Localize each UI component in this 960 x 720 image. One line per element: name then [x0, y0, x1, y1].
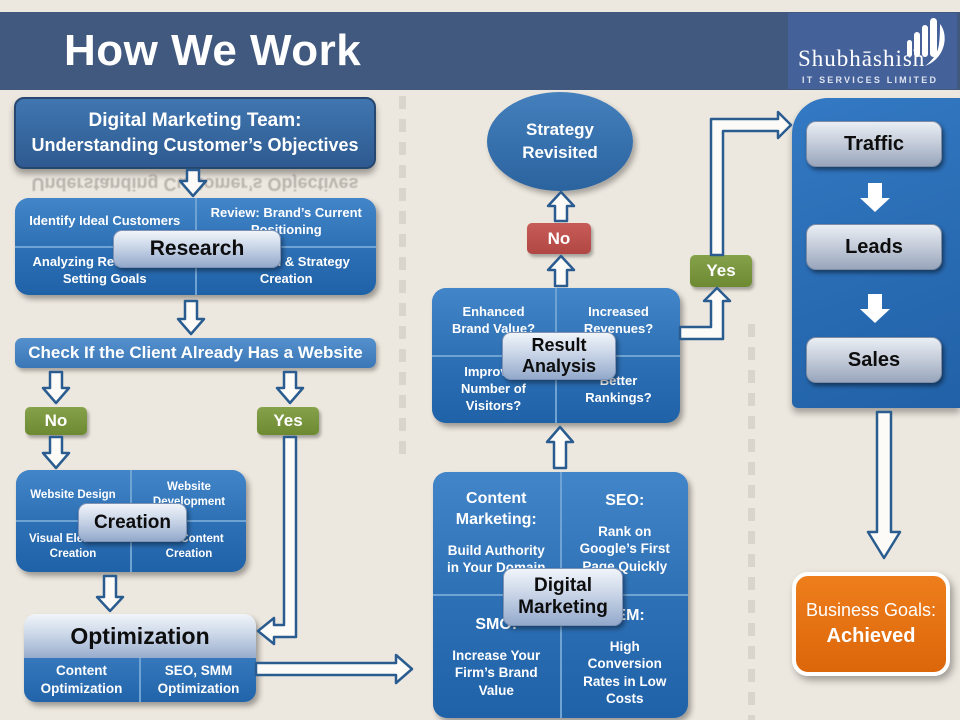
result-label-line1: Result — [531, 335, 587, 356]
arrow-check-to-no — [41, 370, 71, 405]
creation-label-text: Creation — [93, 511, 172, 533]
digital-cell-sem: SEM: High Conversion Rates in Low Costs — [561, 596, 688, 718]
intro-line1: Digital Marketing Team: — [88, 110, 302, 131]
arrow-no-to-strategy — [546, 190, 576, 223]
building-icon — [907, 18, 945, 66]
strategy-line1: Strategy — [525, 120, 595, 140]
research-box: Identify Ideal Customers Review: Brand’s… — [15, 198, 376, 295]
optimization-box: Optimization Content Optimization SEO, S… — [24, 614, 256, 702]
result-label-line2: Analysis — [521, 356, 597, 376]
optimization-label: Optimization — [24, 614, 256, 658]
creation-cell-tl: Website Design — [16, 470, 130, 520]
check-website-bar: Check If the Client Already Has a Websit… — [15, 338, 376, 368]
arrow-check-to-yes — [275, 370, 305, 405]
digital-label-line1: Digital — [533, 575, 593, 597]
goal-label: Business Goals: — [805, 600, 937, 621]
intro-reflection: Understanding Customer’s Objectives — [31, 174, 359, 194]
step-leads: Leads — [806, 224, 942, 270]
arrow-result-to-no — [546, 254, 576, 288]
arrow-creation-to-optimization — [95, 574, 125, 613]
smo-body: Increase Your Firm’s Brand Value — [452, 647, 541, 698]
step-traffic: Traffic — [806, 121, 942, 167]
arrow-result-to-yes — [678, 286, 732, 341]
arrow-no-to-creation — [41, 435, 71, 470]
arrow-funnel-to-goal — [866, 410, 902, 560]
strategy-line2: Revisited — [522, 142, 598, 162]
research-label-text: Research — [149, 236, 245, 260]
result-analysis-label: Result Analysis — [502, 332, 616, 380]
intro-line2: Understanding Customer’s Objectives — [31, 135, 359, 155]
goal-status: Achieved — [826, 624, 916, 647]
arrow-digital-to-result — [545, 425, 575, 470]
content-marketing-title: Content Marketing: — [455, 490, 537, 528]
logo-name: Shubhāshish — [798, 46, 926, 71]
arrow-yes-to-funnel — [709, 110, 793, 257]
yes-chip-middle: Yes — [690, 255, 752, 287]
business-goal-box: Business Goals: Achieved — [792, 572, 950, 676]
result-analysis-box: Enhanced Brand Value? Increased Revenues… — [432, 288, 680, 423]
arrow-research-to-check — [176, 299, 206, 336]
sem-body: High Conversion Rates in Low Costs — [583, 638, 667, 707]
yes-chip-left: Yes — [257, 407, 319, 435]
strategy-revisited-ellipse: Strategy Revisited — [487, 92, 633, 191]
optimization-cell-left: Content Optimization — [24, 658, 139, 702]
divider-dashed-right — [748, 324, 755, 720]
creation-cell-bl: Visual Elements Creation — [16, 522, 130, 572]
digital-marketing-label: Digital Marketing — [503, 568, 623, 626]
creation-box: Website Design Website Development Visua… — [16, 470, 246, 572]
optimization-cells: Content Optimization SEO, SMM Optimizati… — [24, 658, 256, 702]
seo-title: SEO: — [605, 491, 645, 509]
arrow-optimization-to-digital — [254, 653, 414, 685]
optimization-cell-right: SEO, SMM Optimization — [141, 658, 256, 702]
research-cell-br: Research & Strategy Creation — [196, 247, 376, 295]
creation-label: Creation — [78, 503, 187, 542]
page-title: How We Work — [64, 26, 362, 75]
no-chip-middle: No — [527, 223, 591, 254]
no-chip-left: No — [25, 407, 87, 435]
company-logo: Shubhāshish IT SERVICES LIMITED — [788, 13, 957, 89]
intro-box: Digital Marketing Team: Understanding Cu… — [14, 97, 376, 169]
arrow-yes-to-optimization — [256, 435, 298, 646]
research-label: Research — [113, 230, 281, 268]
divider-dashed-left — [399, 96, 406, 454]
digital-label-line2: Marketing — [518, 597, 608, 618]
logo-tagline: IT SERVICES LIMITED — [802, 75, 939, 85]
header-bar: How We Work Shubhāshish IT SERVICES LIMI… — [0, 12, 960, 90]
step-sales: Sales — [806, 337, 942, 383]
